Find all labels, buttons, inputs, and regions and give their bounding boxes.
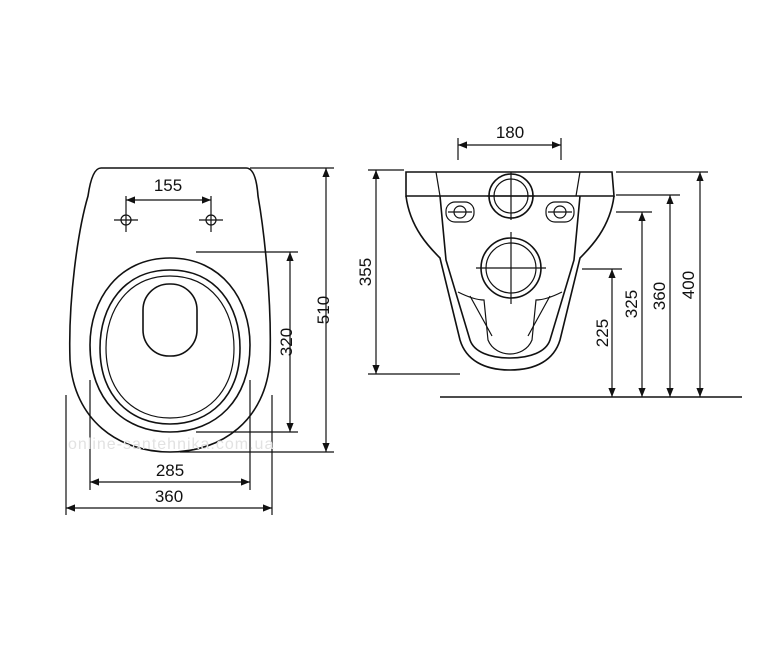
dim-top-width: 180: [457, 123, 562, 160]
bowl-outer-outline: [68, 167, 272, 453]
top-view: 155 320 510 285 360: [65, 167, 334, 515]
dim-height-325: 325: [616, 211, 652, 397]
dim-label-mount-height: 355: [356, 258, 375, 286]
dim-height-225: 225: [582, 268, 622, 397]
dim-label-bowl-length: 320: [277, 328, 296, 356]
drain-opening: [142, 283, 198, 357]
dim-inner-width: 285: [89, 380, 251, 490]
dim-bowl-length: 320: [196, 251, 298, 433]
bowl-inner-outline: [99, 269, 241, 425]
bolt-hole-right: [199, 208, 223, 232]
bowl-rim-outline: [89, 257, 251, 433]
trap-inner: [469, 295, 551, 337]
watermark: online-santehnika.com.ua: [68, 436, 274, 453]
dim-label-top-width: 180: [496, 123, 524, 142]
mount-boss-left: [445, 201, 475, 223]
bolt-hole-left: [114, 208, 138, 232]
dim-mount-height: 355: [356, 169, 460, 375]
dim-label-total-width: 360: [155, 487, 183, 506]
dim-label-total-height: 400: [679, 271, 698, 299]
bowl-seat-edge: [105, 275, 235, 419]
dim-label-height-225: 225: [593, 319, 612, 347]
mount-boss-right: [545, 201, 575, 223]
flange-inner-left: [435, 171, 441, 197]
dim-total-length: 510: [180, 167, 334, 453]
trap-outline: [457, 291, 563, 355]
water-inlet: [487, 172, 535, 220]
dim-total-width: 360: [65, 395, 273, 515]
dim-total-height: 400: [616, 171, 708, 397]
dim-label-height-325: 325: [622, 290, 641, 318]
outlet-pipe: [476, 232, 546, 304]
side-view: 180 355 225 325 360: [356, 123, 742, 398]
dim-height-360: 360: [616, 194, 680, 397]
body-inner-left: [439, 195, 581, 359]
dim-label-inner-width: 285: [156, 461, 184, 480]
body-outline: [405, 195, 615, 371]
dim-label-height-360: 360: [650, 282, 669, 310]
dim-label-total-length: 510: [314, 296, 333, 324]
dim-bolt-spacing: 155: [125, 176, 212, 208]
flange-inner-right: [575, 171, 581, 197]
dim-label-bolt-spacing: 155: [154, 176, 182, 195]
